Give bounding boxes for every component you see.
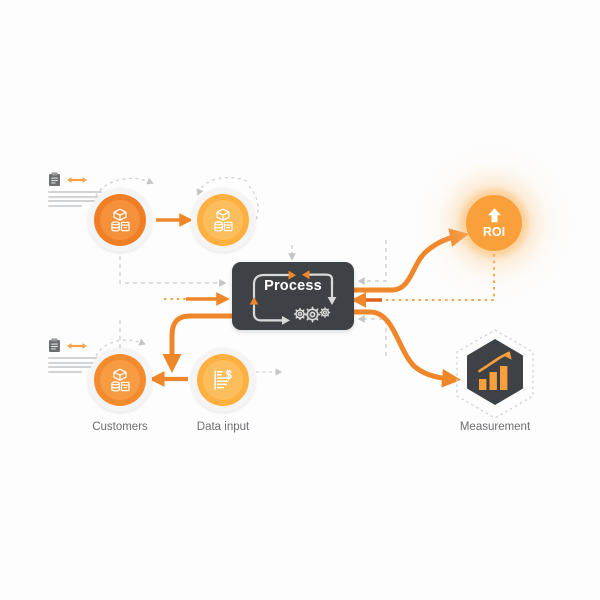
connector-process-to-measurement [351,309,461,388]
connector-process-to-datainput [162,313,235,373]
connector-arc-source-a [95,177,154,197]
node-measurement-label: Measurement [459,421,531,433]
left-right-arrow-icon [67,176,87,183]
node-measurement[interactable] [464,338,526,406]
measurement-hexagon [467,339,523,405]
measurement-dotted-hex [456,329,534,419]
info-block-top-head [48,172,104,187]
node-customers-label: Customers [92,421,148,433]
info-block-top-lines [48,191,104,207]
connector-roi-to-process-dotted [378,254,495,301]
node-data-input[interactable] [191,348,255,412]
node-roi[interactable]: ROI [466,195,522,251]
node-source-b-core [203,200,243,240]
node-customers-ring [94,354,146,406]
node-roi-label: ROI [482,225,506,239]
node-data-input-core [203,360,243,400]
node-source-b-ring [197,194,249,246]
node-source-a[interactable] [88,188,152,252]
connector-source-a-to-process [119,256,227,287]
process-box[interactable]: Process [232,262,354,330]
connector-right-upper-dashed [357,240,387,285]
connector-arc-source-b-right [248,185,259,221]
node-source-a-ring [94,194,146,246]
cube-database-icon [214,208,233,232]
node-source-a-core [100,200,140,240]
left-right-arrow-icon [67,342,87,349]
connector-arc-customers [95,338,146,357]
node-source-b[interactable] [191,188,255,252]
cube-database-icon [111,368,130,392]
info-block-bottom-head [48,338,104,353]
node-customers[interactable] [88,348,152,412]
clipboard-icon [49,338,60,352]
gears-icon [293,306,331,323]
connector-right-lower-dashed [357,315,387,356]
clipboard-icon [49,172,60,186]
node-data-input-label: Data input [196,421,250,433]
info-block-bottom-lines [48,357,104,373]
process-label: Process [264,278,322,294]
invoice-dollar-icon [214,369,232,390]
bar-chart-growth-icon [478,351,512,390]
node-customers-core [100,360,140,400]
connector-process-to-roi [351,228,469,293]
circular-arrows-icon [249,270,337,325]
up-arrow-icon [487,208,501,223]
info-block-top [48,172,104,209]
info-block-bottom [48,338,104,375]
node-data-input-ring [197,354,249,406]
cube-database-icon [111,208,130,232]
